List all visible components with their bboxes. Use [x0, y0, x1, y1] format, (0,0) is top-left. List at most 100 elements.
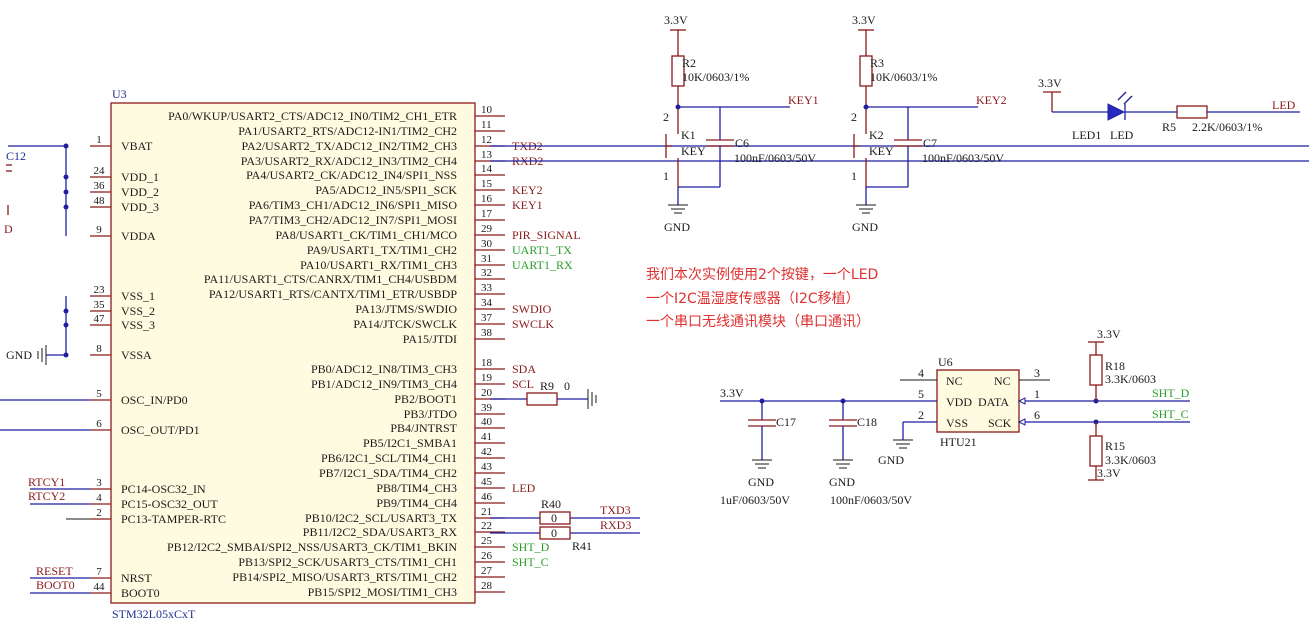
u6-pin3-num: 3	[1034, 366, 1040, 380]
u3-right-pin-name: PA6/TIM3_CH1/ADC12_IN6/SPI1_MISO	[249, 198, 458, 212]
k1-value: KEY	[681, 144, 706, 158]
u3-right-pin-name: PA1/USART2_RTS/ADC12-IN1/TIM2_CH2	[238, 124, 457, 138]
u3-left-pin-number: 44	[94, 581, 106, 593]
key1-vcc: 3.3V	[664, 13, 688, 27]
rxd3-net: RXD3	[600, 518, 631, 532]
u3-right-pin-name: PA15/JTDI	[403, 332, 457, 346]
k1-pin1: 1	[663, 169, 669, 183]
u3-right-pin-number: 12	[481, 134, 492, 146]
u3-right-pin-number: 18	[481, 357, 493, 369]
htu21-circuit	[720, 341, 1190, 481]
key1-net: KEY1	[788, 93, 819, 107]
key1-gnd: GND	[664, 220, 690, 234]
u3-right-pin-name: PB0/ADC12_IN8/TIM3_CH3	[311, 362, 457, 376]
u3-right-pin-number: 16	[481, 193, 493, 205]
u3-right-pin-name: PB8/TIM4_CH3	[376, 481, 457, 495]
u3-left-pin-number: 9	[96, 224, 102, 236]
rtcy1-label: RTCY1	[28, 475, 65, 489]
u3-right-pin-number: 13	[481, 149, 493, 161]
u3-net-label: UART1_TX	[512, 243, 572, 257]
reset-label: RESET	[36, 564, 73, 578]
note-line-1: 我们本次实例使用2个按键，一个LED	[646, 266, 878, 283]
u3-right-pin-name: PA13/JTMS/SWDIO	[355, 302, 457, 316]
u3-right-pin-name: PB13/SPI2_SCK/USART3_CTS/TIM1_CH1	[238, 555, 457, 569]
u6-pin1-name: DATA	[978, 395, 1009, 409]
u3-right-pin-name: PA3/USART2_RX/ADC12_IN3/TIM2_CH4	[241, 154, 457, 168]
u3-left-pin-number: 8	[96, 343, 102, 355]
u3-right-pin-name: PA12/USART1_RTS/CANTX/TIM1_ETR/USBDP	[209, 287, 457, 301]
c7-ref: C7	[923, 136, 937, 150]
note-block: 我们本次实例使用2个按键，一个LED 一个I2C温湿度传感器（I2C移植） 一个…	[646, 266, 878, 330]
u3-left-pin-number: 3	[96, 477, 102, 489]
u3-net-label: KEY1	[512, 198, 543, 212]
u3-left-pin-number: 4	[96, 492, 102, 504]
u3-right-pin-name: PB9/TIM4_CH4	[376, 496, 457, 510]
u3-right-pins: 10PA0/WKUP/USART2_CTS/ADC12_IN0/TIM2_CH1…	[167, 104, 581, 599]
u3-right-pin-number: 37	[481, 312, 493, 324]
left-gnd-label: GND	[6, 348, 32, 362]
c6-ref: C6	[735, 136, 749, 150]
sht-d-net: SHT_D	[1152, 386, 1190, 400]
u3-right-pin-number: 31	[481, 253, 492, 265]
u3-net-label: SDA	[512, 362, 536, 376]
u3-left-pin-name: NRST	[121, 571, 152, 585]
u6-pin2-name: VSS	[946, 416, 968, 430]
r3-value: 10K/0603/1%	[870, 70, 937, 84]
r3-ref: R3	[870, 56, 884, 70]
u6-gnd: GND	[878, 453, 904, 467]
u3-left-pin-name: VDD_3	[121, 200, 159, 214]
u3-right-pin-name: PB11/I2C2_SDA/USART3_RX	[303, 525, 458, 539]
c6-value: 100nF/0603/50V	[734, 151, 816, 165]
r41-value: 0	[551, 526, 557, 540]
u3-right-pin-name: PB5/I2C1_SMBA1	[363, 436, 457, 450]
r9-value: 0	[564, 379, 570, 393]
u3-left-pin-number: 5	[96, 388, 102, 400]
u3-part: STM32L05xCxT	[112, 607, 196, 621]
u3-right-pin-number: 10	[481, 104, 493, 116]
u3-net-label: PIR_SIGNAL	[512, 228, 581, 242]
u3-right-pin-name: PB7/I2C1_SDA/TIM4_CH2	[319, 466, 457, 480]
u3-ref: U3	[112, 87, 127, 101]
u3-body	[110, 102, 476, 604]
u6-ref: U6	[938, 355, 953, 369]
u3-left-pin-number: 2	[96, 507, 102, 519]
u6-pin3-name: NC	[994, 374, 1011, 388]
led-vcc: 3.3V	[1038, 76, 1062, 90]
u3-right-pin-name: PA11/USART1_CTS/CANRX/TIM1_CH4/USBDM	[204, 272, 457, 286]
d-fragment-label: D	[4, 222, 13, 236]
u3-left-pin-number: 7	[96, 566, 102, 578]
c17-gnd: GND	[748, 475, 774, 489]
u3-right-pin-number: 27	[481, 565, 493, 577]
u3-right-pin-number: 43	[481, 461, 493, 473]
c17-value: 1uF/0603/50V	[720, 493, 790, 507]
txd3-net: TXD3	[600, 503, 631, 517]
u3-right-pin-name: PA4/USART2_CK/ADC12_IN4/SPI1_NSS	[246, 168, 457, 182]
u3-right-pin-number: 17	[481, 208, 493, 220]
u3-right-pin-name: PB15/SPI2_MOSI/TIM1_CH3	[308, 585, 457, 599]
k2-value: KEY	[869, 144, 894, 158]
u3-net-label: SHT_D	[512, 540, 550, 554]
u6-pin1-num: 1	[1034, 387, 1040, 401]
r40-ref: R40	[541, 497, 561, 511]
r5-ref: R5	[1162, 120, 1176, 134]
u3-right-pin-name: PB10/I2C2_SCL/USART3_TX	[305, 511, 457, 525]
u3-right-pin-name: PB2/BOOT1	[394, 392, 457, 406]
c18-ref: C18	[857, 415, 877, 429]
led-net: LED	[1272, 98, 1296, 112]
u3-net-label: UART1_RX	[512, 258, 573, 272]
c7-value: 100nF/0603/50V	[922, 151, 1004, 165]
k2-pin2: 2	[851, 110, 857, 124]
u3-right-pin-name: PB4/JNTRST	[390, 421, 457, 435]
r18-ref: R18	[1105, 359, 1125, 373]
key1-circuit	[665, 29, 790, 214]
key2-circuit	[853, 29, 978, 214]
u3-net-label: SCL	[512, 377, 534, 391]
u3-left-pin-number: 6	[96, 418, 102, 430]
c17-ref: C17	[776, 415, 796, 429]
u3-left-pin-name: PC15-OSC32_OUT	[121, 497, 218, 511]
boot0-label: BOOT0	[36, 578, 75, 592]
r18-vcc: 3.3V	[1097, 327, 1121, 341]
u3-right-pin-number: 30	[481, 238, 493, 250]
